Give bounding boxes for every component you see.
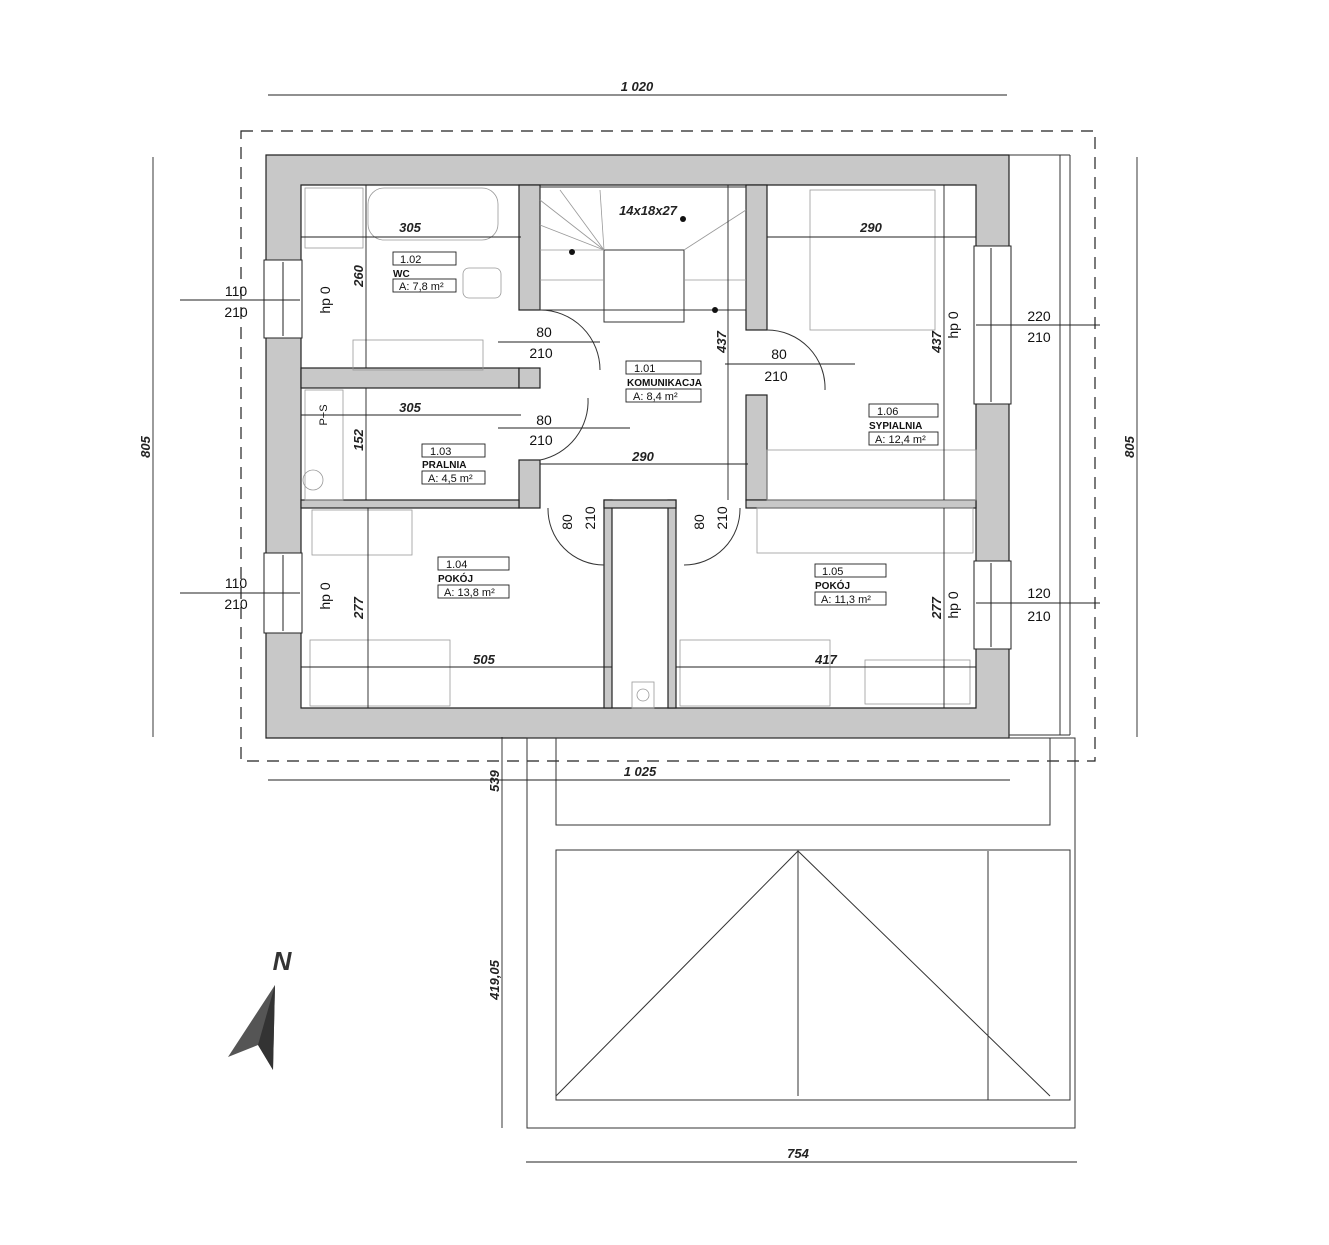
window-sill: hp 0 xyxy=(317,582,333,609)
dim-bedroom-depth: 437 xyxy=(929,330,944,353)
roof-outline xyxy=(240,130,1096,762)
room-area: A: 13,8 m² xyxy=(444,587,495,599)
door-swings xyxy=(539,309,826,566)
dim-wc-width: 305 xyxy=(399,220,421,235)
room-area: A: 8,4 m² xyxy=(633,391,678,403)
room-tag-1.05: 1.05 POKÓJ A: 11,3 m² xyxy=(814,563,887,606)
door-height: 210 xyxy=(714,506,730,530)
fixtures xyxy=(302,187,977,709)
interior-walls xyxy=(300,184,977,709)
room-tag-1.03: 1.03 PRALNIA A: 4,5 m² xyxy=(421,443,486,485)
window-width: 220 xyxy=(1027,308,1051,324)
dim-terrace-width: 754 xyxy=(787,1146,809,1161)
door-width: 80 xyxy=(691,514,707,530)
room-number: 1.03 xyxy=(430,446,451,458)
dim-right: 805 xyxy=(1122,435,1137,457)
dimension-lines xyxy=(152,94,1138,1163)
dim-pralnia-depth: 152 xyxy=(351,428,366,450)
dim-hall-width: 290 xyxy=(631,449,654,464)
dim-left: 805 xyxy=(138,435,153,457)
dim-pralnia-width: 305 xyxy=(399,400,421,415)
room-area: A: 12,4 m² xyxy=(875,434,926,446)
windows xyxy=(263,245,1012,650)
dim-hall-depth: 437 xyxy=(714,330,729,353)
dim-wc-depth: 260 xyxy=(351,264,366,287)
room-area: A: 11,3 m² xyxy=(821,594,871,606)
window-width: 120 xyxy=(1027,585,1051,601)
door-height: 210 xyxy=(764,368,788,384)
room-number: 1.02 xyxy=(400,254,421,266)
room-name: PRALNIA xyxy=(422,460,466,471)
room-tag-1.02: 1.02 WC A: 7,8 m² xyxy=(392,251,457,293)
window-height: 210 xyxy=(224,304,248,320)
dim-room104-depth: 277 xyxy=(351,596,366,619)
north-arrow: N xyxy=(228,946,293,1070)
room-area: A: 4,5 m² xyxy=(428,473,473,485)
room-tag-1.04: 1.04 POKÓJ A: 13,8 m² xyxy=(437,556,510,599)
door-width: 80 xyxy=(559,514,575,530)
dim-bottom: 1 025 xyxy=(624,764,657,779)
window-sill: hp 0 xyxy=(317,286,333,313)
balcony xyxy=(1009,154,1071,736)
shaft-label: P+S xyxy=(318,404,330,425)
door-width: 80 xyxy=(536,412,552,428)
door-width: 80 xyxy=(536,324,552,340)
door-height: 210 xyxy=(529,345,553,361)
window-height: 210 xyxy=(224,596,248,612)
door-width: 80 xyxy=(771,346,787,362)
room-tag-1.06: 1.06 SYPIALNIA A: 12,4 m² xyxy=(868,403,939,446)
room-name: POKÓJ xyxy=(438,572,473,585)
room-tag-1.01: 1.01 KOMUNIKACJA A: 8,4 m² xyxy=(625,360,702,403)
door-height: 210 xyxy=(582,506,598,530)
stairs-label: 14x18x27 xyxy=(619,203,678,218)
room-area: A: 7,8 m² xyxy=(399,281,444,293)
exterior-walls xyxy=(265,154,1010,739)
window-width: 110 xyxy=(225,283,248,299)
north-label: N xyxy=(273,946,293,976)
room-name: KOMUNIKACJA xyxy=(627,378,702,389)
dim-room104-width: 505 xyxy=(473,652,495,667)
room-name: SYPIALNIA xyxy=(869,421,922,432)
window-height: 210 xyxy=(1027,608,1051,624)
room-number: 1.05 xyxy=(822,566,843,578)
room-name: WC xyxy=(393,269,410,280)
window-sill: hp 0 xyxy=(945,591,961,618)
dim-terrace-1: 539 xyxy=(487,769,502,791)
dim-room105-width: 417 xyxy=(814,652,837,667)
dim-terrace-2: 419,05 xyxy=(487,959,502,1001)
dim-bedroom-width: 290 xyxy=(859,220,882,235)
room-number: 1.04 xyxy=(446,559,467,571)
door-height: 210 xyxy=(529,432,553,448)
window-width: 110 xyxy=(225,575,248,591)
lower-roof xyxy=(526,737,1076,1129)
staircase xyxy=(539,186,747,323)
dim-room105-depth: 277 xyxy=(929,596,944,619)
room-number: 1.01 xyxy=(634,363,655,375)
room-number: 1.06 xyxy=(877,406,898,418)
dim-top: 1 020 xyxy=(621,79,654,94)
room-name: POKÓJ xyxy=(815,579,850,592)
window-sill: hp 0 xyxy=(945,311,961,338)
window-height: 210 xyxy=(1027,329,1051,345)
